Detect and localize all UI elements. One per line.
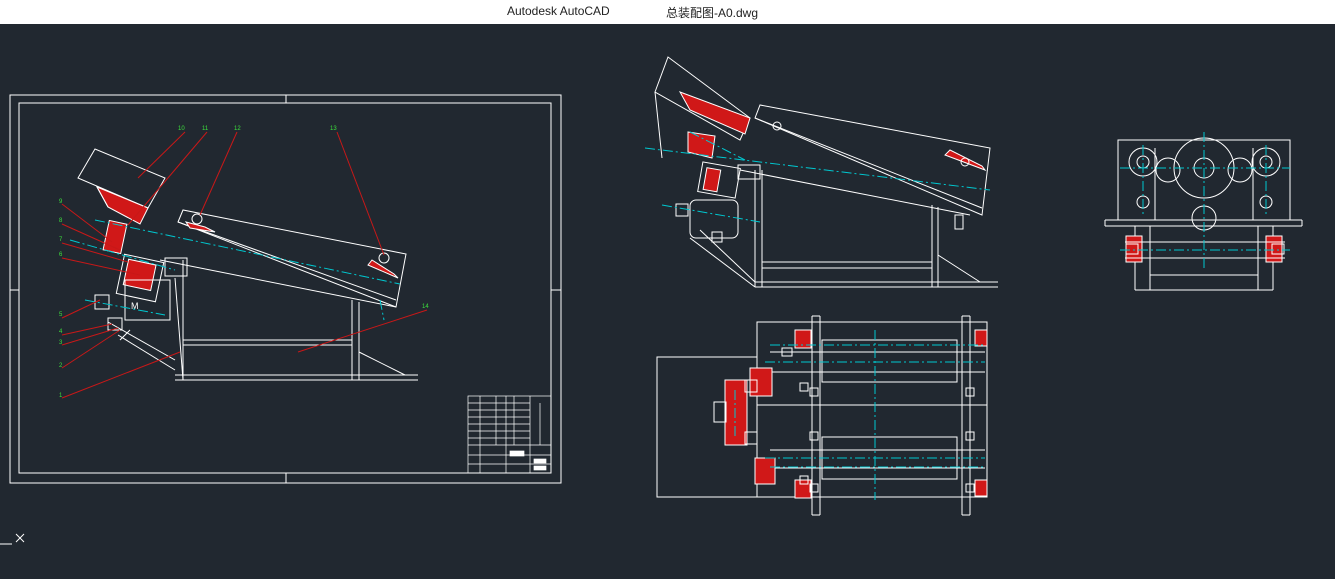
balloon-3: 3 [59,340,63,346]
end-view-centerlines [1120,132,1290,270]
centerlines [69,219,401,321]
balloon-9: 9 [59,199,63,205]
balloon-8: 8 [59,218,63,224]
file-title: 总装配图-A0.dwg [666,6,759,20]
plan-view [656,315,988,516]
balloon-1: 1 [59,393,63,399]
balloon-12: 12 [234,126,241,132]
plan-view-centerlines [734,330,985,500]
drawing-canvas[interactable]: M 10 11 12 13 9 8 7 6 5 4 [0,24,1335,579]
balloon-13: 13 [330,126,337,132]
balloon-2: 2 [59,363,63,369]
end-view [1104,137,1303,291]
app-title: Autodesk AutoCAD [507,4,610,18]
drawing-sheet-frame [9,94,562,484]
leader-lines [61,131,428,399]
balloon-7: 7 [59,237,63,243]
balloon-11: 11 [202,126,209,132]
balloon-6: 6 [59,252,63,258]
title-block [467,395,552,474]
balloon-5: 5 [59,312,63,318]
main-assembly-view: M [77,148,418,381]
title-bar: Autodesk AutoCAD 总装配图-A0.dwg [0,0,1335,24]
side-elevation-centerlines [644,131,991,223]
balloon-10: 10 [178,126,185,132]
motor-label: M [131,301,139,311]
balloon-labels: 10 11 12 13 9 8 7 6 5 4 3 2 1 14 [59,126,429,399]
balloon-14: 14 [422,304,429,310]
balloon-4: 4 [59,329,63,335]
ucs-x-icon [0,530,30,546]
side-elevation-view [654,56,998,288]
